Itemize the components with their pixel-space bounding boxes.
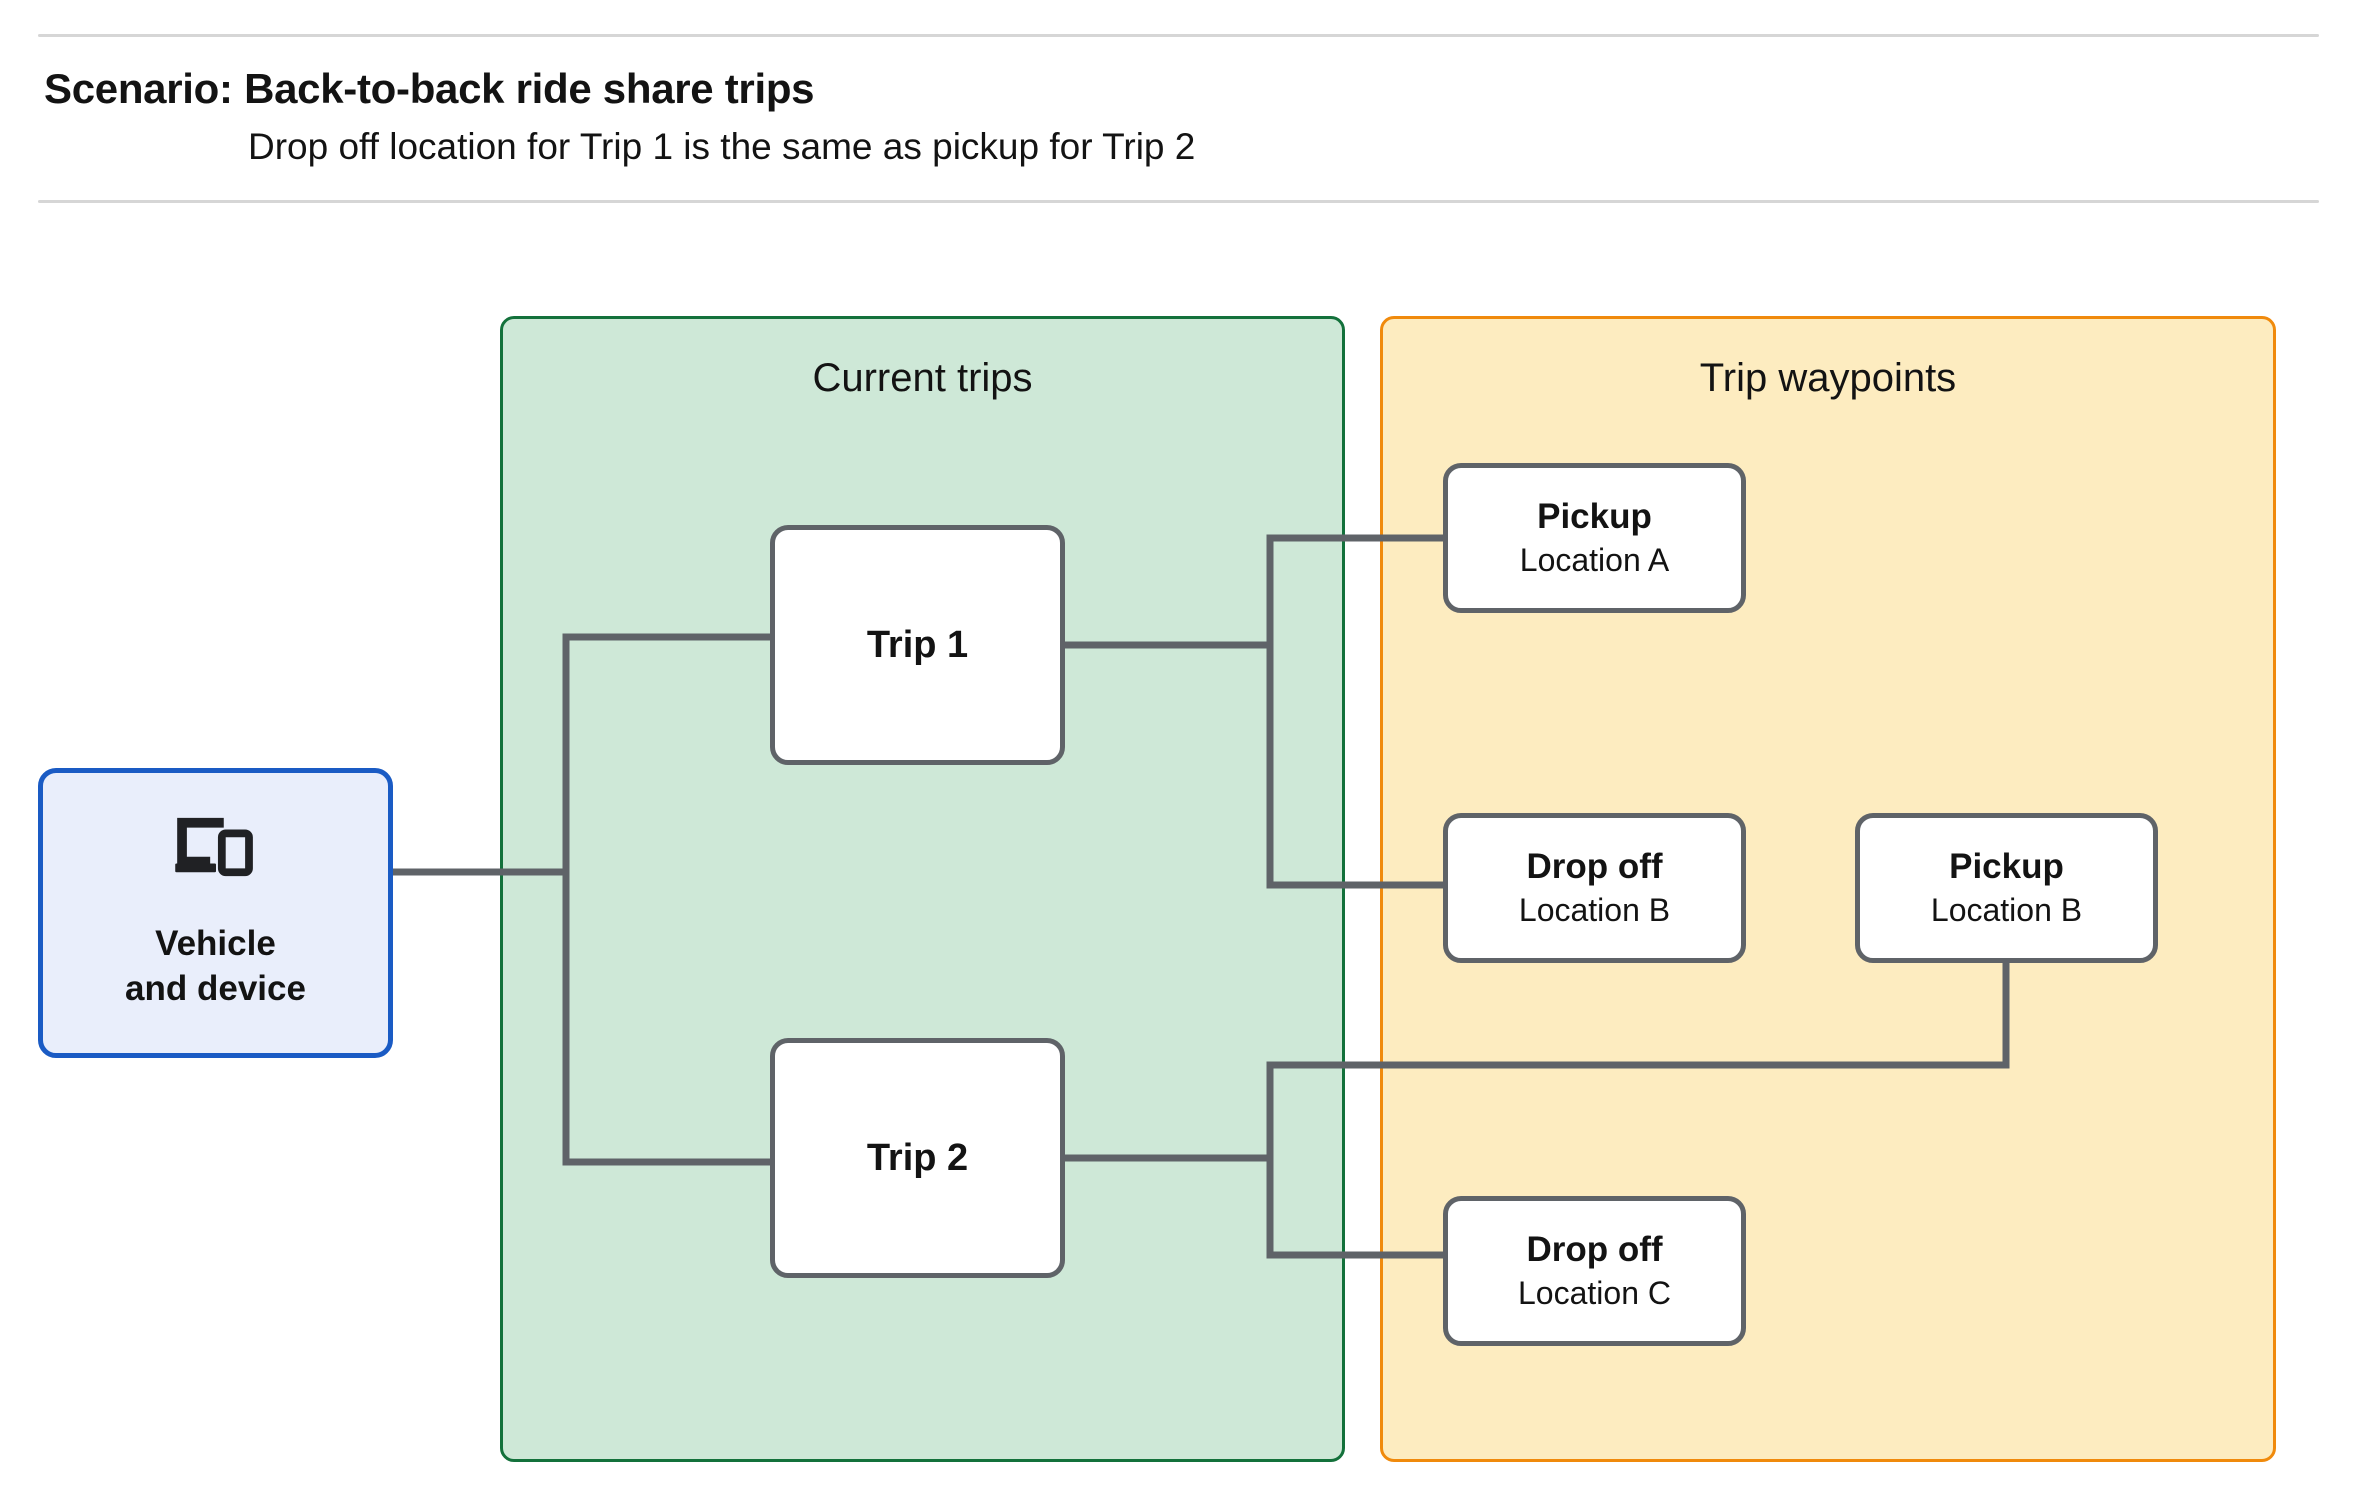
node-pickup-location-b[interactable]: Pickup Location B [1855, 813, 2158, 963]
page-subtitle: Drop off location for Trip 1 is the same… [248, 126, 1196, 167]
dropoff-c-title: Drop off [1526, 1229, 1663, 1269]
dropoff-c-location: Location C [1518, 1275, 1671, 1312]
page-title: Scenario: Back-to-back ride share trips [44, 65, 815, 112]
panel-trip-waypoints-title: Trip waypoints [1699, 356, 1957, 400]
pickup-b-title: Pickup [1949, 846, 2064, 886]
pickup-b-location: Location B [1930, 892, 2083, 929]
panel-current-trips: Current trips [500, 316, 1345, 1462]
trip-2-label: Trip 2 [866, 1136, 969, 1179]
trip-1-label: Trip 1 [866, 623, 969, 666]
node-vehicle-and-device[interactable]: Vehicle and device [38, 768, 393, 1058]
header-divider-top [38, 34, 2319, 37]
node-trip-2[interactable]: Trip 2 [770, 1038, 1065, 1278]
dropoff-b-location: Location B [1518, 892, 1671, 929]
vehicle-label: Vehicle and device [125, 924, 306, 1008]
node-pickup-location-a[interactable]: Pickup Location A [1443, 463, 1746, 613]
header-divider-bottom [38, 200, 2319, 203]
panel-current-trips-title: Current trips [812, 356, 1033, 400]
node-dropoff-location-b[interactable]: Drop off Location B [1443, 813, 1746, 963]
pickup-a-title: Pickup [1537, 496, 1652, 536]
pickup-a-location: Location A [1519, 542, 1670, 579]
devices-icon [174, 818, 253, 877]
dropoff-b-title: Drop off [1526, 846, 1663, 886]
node-trip-1[interactable]: Trip 1 [770, 525, 1065, 765]
node-dropoff-location-c[interactable]: Drop off Location C [1443, 1196, 1746, 1346]
